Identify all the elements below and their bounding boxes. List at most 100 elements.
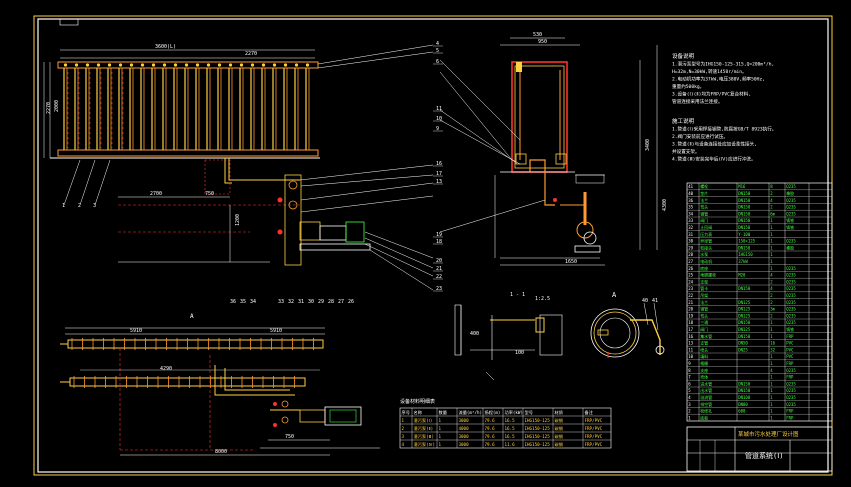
- dim-det-h: 400: [470, 331, 479, 337]
- schedule-cell: IHG150-125: [525, 426, 551, 431]
- schedule-cell: 碳钢: [555, 441, 563, 448]
- dim-bottom-left2: 750: [205, 191, 214, 197]
- parts-cell: Q235: [786, 293, 796, 298]
- drawing-name: 管道系统(Ⅰ): [745, 451, 784, 460]
- schedule-cell: 79.6: [485, 442, 496, 447]
- parts-cell: DN50: [738, 341, 748, 346]
- parts-cell: 4: [770, 368, 773, 373]
- parts-cell: 17: [688, 327, 693, 332]
- schedule-cell: 1: [439, 418, 442, 423]
- parts-cell: 阀门: [700, 217, 708, 223]
- dim-side-w: 530: [533, 32, 542, 38]
- parts-cell: DN150: [738, 381, 751, 386]
- callout-21: 21: [436, 266, 442, 272]
- parts-cell: DN150: [738, 225, 751, 230]
- schedule-cell: 1: [439, 434, 442, 439]
- dim-top-right: 2270: [245, 51, 257, 57]
- parts-cell: 35: [688, 205, 693, 210]
- parts-cell: 钢管: [700, 306, 708, 312]
- parts-cell: FRP: [786, 375, 794, 380]
- parts-cell: 填料: [700, 353, 708, 359]
- callout-10: 10: [436, 116, 442, 122]
- parts-cell: DN150: [738, 191, 751, 196]
- parts-cell: 进水管: [700, 380, 712, 386]
- parts-cell: 电动机: [700, 258, 712, 264]
- svg-text:2: 2: [78, 203, 81, 209]
- parts-cell: 铸铁: [786, 326, 794, 332]
- parts-cell: 底座: [700, 265, 708, 271]
- section-1-label: 1 - 1: [510, 292, 525, 298]
- schedule-cell: 79.6: [485, 426, 496, 431]
- parts-cell: 25: [688, 273, 693, 278]
- parts-cell: 1: [770, 320, 773, 325]
- parts-cell: 钢管: [700, 210, 708, 216]
- schedule-cell: 材质: [555, 409, 563, 416]
- parts-cell: 1: [770, 354, 773, 359]
- parts-cell: 1: [770, 225, 773, 230]
- parts-cell: 26: [688, 266, 693, 271]
- schedule-cell: 16.5: [505, 418, 516, 423]
- schedule-cell: FRP/PVC: [585, 426, 603, 431]
- parts-cell: 18: [688, 320, 693, 325]
- parts-cell: 1: [770, 388, 773, 393]
- parts-cell: DN150: [738, 320, 751, 325]
- parts-cell: 2: [770, 293, 773, 298]
- parts-cell: 法兰: [700, 299, 708, 305]
- parts-cell: Q235: [786, 273, 796, 278]
- dim-left-h2: 2000: [54, 100, 60, 112]
- parts-cell: 29: [688, 245, 693, 250]
- callout-20: 20: [436, 258, 442, 264]
- callout-11: 11: [436, 106, 442, 112]
- parts-cell: DN150: [738, 218, 751, 223]
- parts-cell: 10: [688, 354, 693, 359]
- parts-cell: 垫片: [700, 190, 708, 196]
- notes1-line-3: 2.电动机功率为37kW,电压380V,频率50Hz,: [672, 76, 765, 83]
- parts-cell: 40: [688, 191, 693, 196]
- schedule-cell: 4000: [459, 426, 470, 431]
- parts-cell: 4: [688, 395, 691, 400]
- parts-cell: 止回阀: [700, 224, 712, 230]
- schedule-cell: 潜污泵(Ⅲ): [414, 433, 435, 440]
- parts-cell: 28: [688, 252, 693, 257]
- parts-cell: M20: [738, 273, 746, 278]
- parts-cell: 铸铁: [786, 217, 794, 223]
- parts-cell: Q235: [786, 184, 796, 189]
- parts-cell: 2: [770, 205, 773, 210]
- schedule-cell: 型号: [525, 409, 533, 416]
- parts-cell: 3m: [770, 307, 775, 312]
- svg-text:32: 32: [288, 299, 294, 305]
- parts-cell: 铸铁: [786, 224, 794, 230]
- parts-cell: 32: [688, 225, 693, 230]
- schedule-cell: 碳钢: [555, 425, 563, 432]
- svg-text:26: 26: [348, 299, 354, 305]
- parts-cell: 1: [770, 395, 773, 400]
- parts-cell: M16: [738, 184, 746, 189]
- parts-cell: 1: [770, 415, 773, 420]
- parts-cell: 2: [770, 279, 773, 284]
- parts-cell: Q235: [786, 320, 796, 325]
- parts-cell: 2: [770, 300, 773, 305]
- dim-plan-b: 5910: [270, 328, 282, 334]
- callout-6: 6: [436, 59, 439, 65]
- svg-text:31: 31: [298, 299, 304, 305]
- parts-cell: Q235: [786, 368, 796, 373]
- parts-cell: PVC: [786, 341, 794, 346]
- parts-cell: 8: [688, 368, 691, 373]
- parts-cell: 41: [688, 184, 693, 189]
- parts-cell: 检修孔: [700, 408, 712, 414]
- parts-cell: 16: [688, 334, 693, 339]
- parts-cell: 1: [770, 327, 773, 332]
- schedule-cell: 潜污泵(Ⅱ): [414, 425, 434, 432]
- svg-text:41: 41: [652, 298, 658, 304]
- notes1-line-1: 1.潜污泵型号为IHG150-125-315,Q=200m³/h,: [672, 61, 774, 68]
- parts-cell: 1: [770, 375, 773, 380]
- parts-cell: 吊架: [700, 292, 708, 298]
- notes1-line-0: 设备说明: [672, 52, 695, 60]
- parts-cell: Q235: [786, 239, 796, 244]
- parts-cell: Q235: [786, 388, 796, 393]
- parts-cell: 出水管: [700, 387, 712, 393]
- parts-cell: 支架: [700, 278, 708, 284]
- callout-5: 5: [436, 48, 439, 54]
- plan-section-a: A: [190, 313, 194, 320]
